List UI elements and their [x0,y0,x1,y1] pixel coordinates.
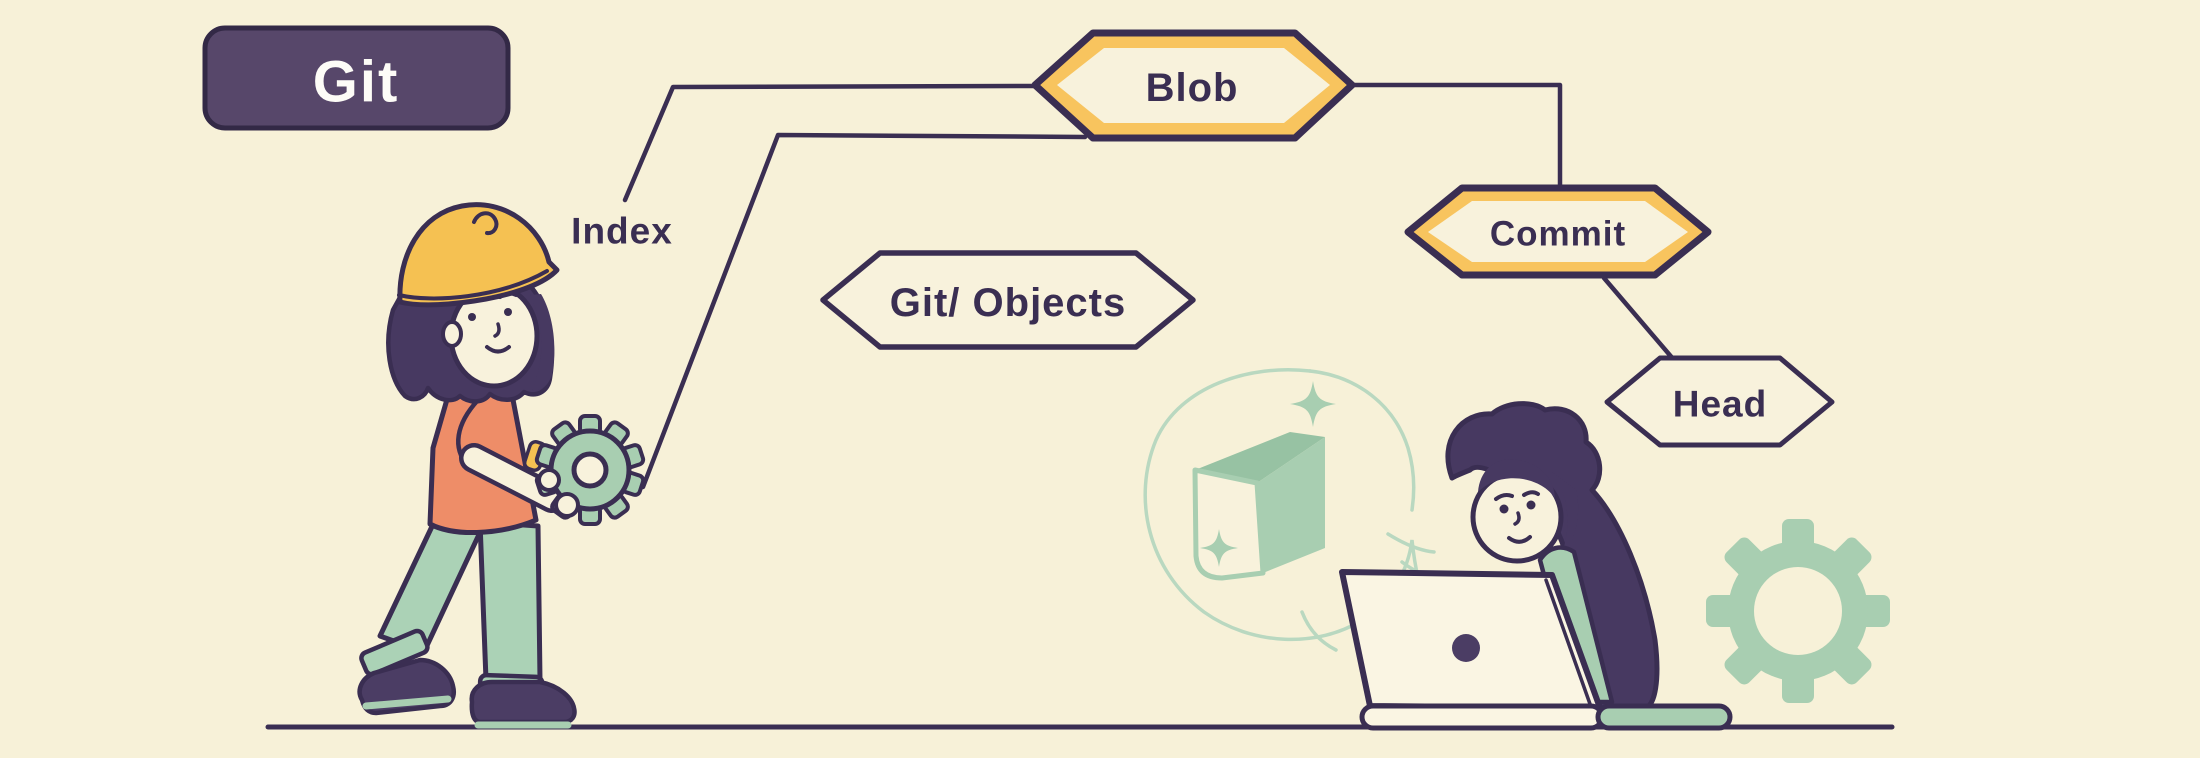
node-commit: Commit [1404,184,1712,279]
large-gear-hole [1754,567,1842,655]
person-nose [1513,511,1521,526]
worker-hand-lower [554,492,580,518]
bubble-accent-curve-3 [1300,610,1338,652]
node-git-objects-label: Git/ Objects [890,281,1127,325]
hard-hat-curl [472,211,499,236]
person-fringe [1478,459,1555,498]
worker-front-leg [477,519,543,683]
worker-back-leg [377,515,485,655]
node-blob: Blob [1031,29,1356,142]
person-eye-left [1499,504,1509,514]
bubble-accent-curve-1 [1386,532,1436,554]
worker-character [357,202,646,729]
node-head-label: Head [1673,384,1767,425]
edge-commit-to-head [1601,275,1677,363]
seat-cushion [1595,703,1733,731]
sparkle-icon [1290,381,1336,427]
worker-ear [441,320,463,348]
box-top-face [1195,432,1325,483]
node-blob-label: Blob [1146,66,1239,110]
node-head-shape [1604,355,1835,448]
worker-hard-hat [397,202,560,308]
laptop [1339,569,1605,731]
worker-back-cuff [359,628,430,677]
git-badge-label: Git [313,50,400,115]
worker-back-sole [362,695,452,710]
laptop-person [1339,401,1733,731]
worker-eye-left [468,313,476,321]
node-commit-label: Commit [1490,215,1626,254]
edge-gear-to-blob [640,132,1088,490]
bubble-outline-right [1308,369,1416,512]
node-commit-inner [1428,201,1688,262]
laptop-base [1359,703,1605,731]
node-git-objects: Git/ Objects [820,250,1196,350]
box-right-face [1257,437,1325,573]
edge-index-to-blob [622,83,1038,203]
node-blob-inner [1057,48,1330,123]
person-brow-left [1494,493,1514,501]
git-badge: Git [202,25,511,131]
node-head: Head [1604,355,1835,448]
thought-bubble [1143,368,1460,658]
worker-eye-right [504,308,512,316]
diagram-edges [622,82,1677,490]
person-smile [1507,535,1532,544]
laptop-logo-dot [1452,634,1480,662]
box-front-face [1192,467,1266,581]
person-face-features [1494,490,1540,544]
edge-blob-to-commit [1349,82,1563,193]
sparkle-icon-small [1200,529,1238,567]
worker-smile [485,345,511,354]
box-3d-icon [1192,432,1325,581]
worker-hand-upper [537,468,561,492]
worker-hair-lock [530,294,555,391]
large-gear-icon [1706,519,1890,703]
person-side-lock [1552,472,1579,558]
worker-nose [493,322,501,338]
git-badge-shape [202,25,511,131]
person-eye-right [1526,500,1536,510]
node-git-objects-shape [820,250,1196,350]
hard-hat-brim-line [397,269,549,301]
worker-front-shoe [469,679,577,725]
hand-gear-hole [571,451,609,489]
diagram-nodes: Blob Git/ Objects Commit Head [820,29,1835,448]
laptop-lid-edge-line [1544,578,1592,706]
person-brow-right [1522,490,1540,497]
index-label: Index [571,211,673,252]
